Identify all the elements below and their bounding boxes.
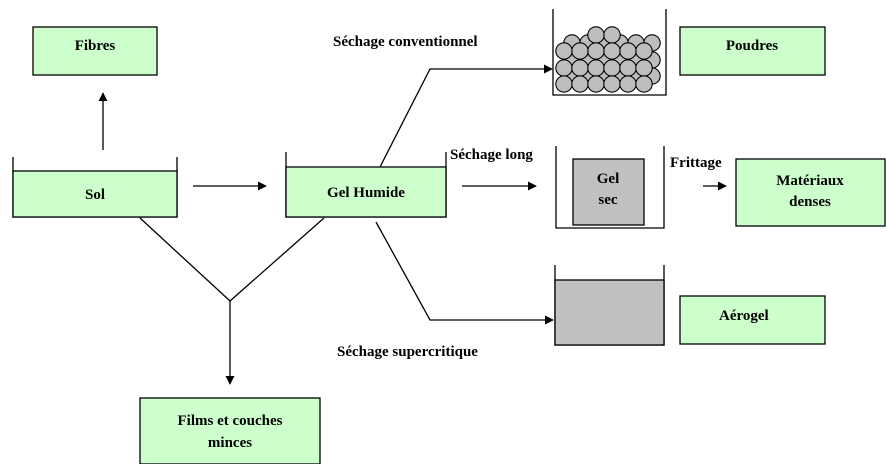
powder-particle: [619, 59, 637, 77]
gel-humide-node: Gel Humide: [285, 152, 447, 218]
fibres-label: Fibres: [75, 38, 116, 54]
films-label-line2: minces: [208, 435, 252, 451]
arrow-to-aerogel: [375, 221, 554, 325]
materiaux-label-line2: denses: [789, 194, 831, 210]
powder-particle: [571, 42, 589, 60]
powder-particle: [555, 59, 573, 77]
powder-particles: [555, 26, 661, 93]
powder-particle: [635, 75, 653, 93]
aerogel-container: [554, 265, 665, 346]
powder-particle: [555, 75, 573, 93]
powder-particle: [603, 42, 621, 60]
gel-sec-label-line2: sec: [598, 192, 617, 208]
powder-particle: [603, 75, 621, 93]
powder-particle: [619, 42, 637, 60]
powder-particle: [603, 26, 621, 44]
poudres-node: Poudres: [679, 26, 826, 76]
powder-particle: [571, 75, 589, 93]
powder-particle: [587, 59, 605, 77]
powder-particle: [603, 59, 621, 77]
powder-particle: [635, 59, 653, 77]
aerogel-node: Aérogel: [679, 295, 826, 345]
gel-sec-label-line1: Gel: [597, 171, 620, 187]
gel-sec-container: Gel sec: [555, 146, 665, 229]
fibres-node: Fibres: [32, 26, 158, 76]
films-label-line1: Films et couches: [178, 413, 283, 429]
materiaux-denses-node: Matériaux denses: [735, 158, 886, 227]
arrow-to-poudres: [379, 64, 553, 168]
powder-particle: [619, 75, 637, 93]
poudres-label: Poudres: [726, 38, 778, 54]
powder-particle: [555, 42, 573, 60]
frittage-label: Frittage: [670, 155, 722, 171]
powder-particle: [587, 42, 605, 60]
powder-particle: [571, 59, 589, 77]
materiaux-label-line1: Matériaux: [776, 173, 844, 189]
sol-label: Sol: [85, 187, 105, 203]
sol-node: Sol: [12, 157, 178, 218]
sechage-supercritique-label: Séchage supercritique: [337, 344, 478, 360]
branch-lines-to-films: [139, 217, 325, 302]
sechage-conventionnel-label: Séchage conventionnel: [333, 34, 478, 50]
films-node: Films et couches minces: [139, 397, 321, 464]
powder-particle: [635, 42, 653, 60]
sechage-long-label: Séchage long: [450, 147, 533, 163]
powder-particle: [587, 75, 605, 93]
powder-particle: [587, 26, 605, 44]
gel-humide-label: Gel Humide: [327, 185, 405, 201]
powder-container: [552, 9, 667, 96]
aerogel-label: Aérogel: [719, 308, 769, 324]
